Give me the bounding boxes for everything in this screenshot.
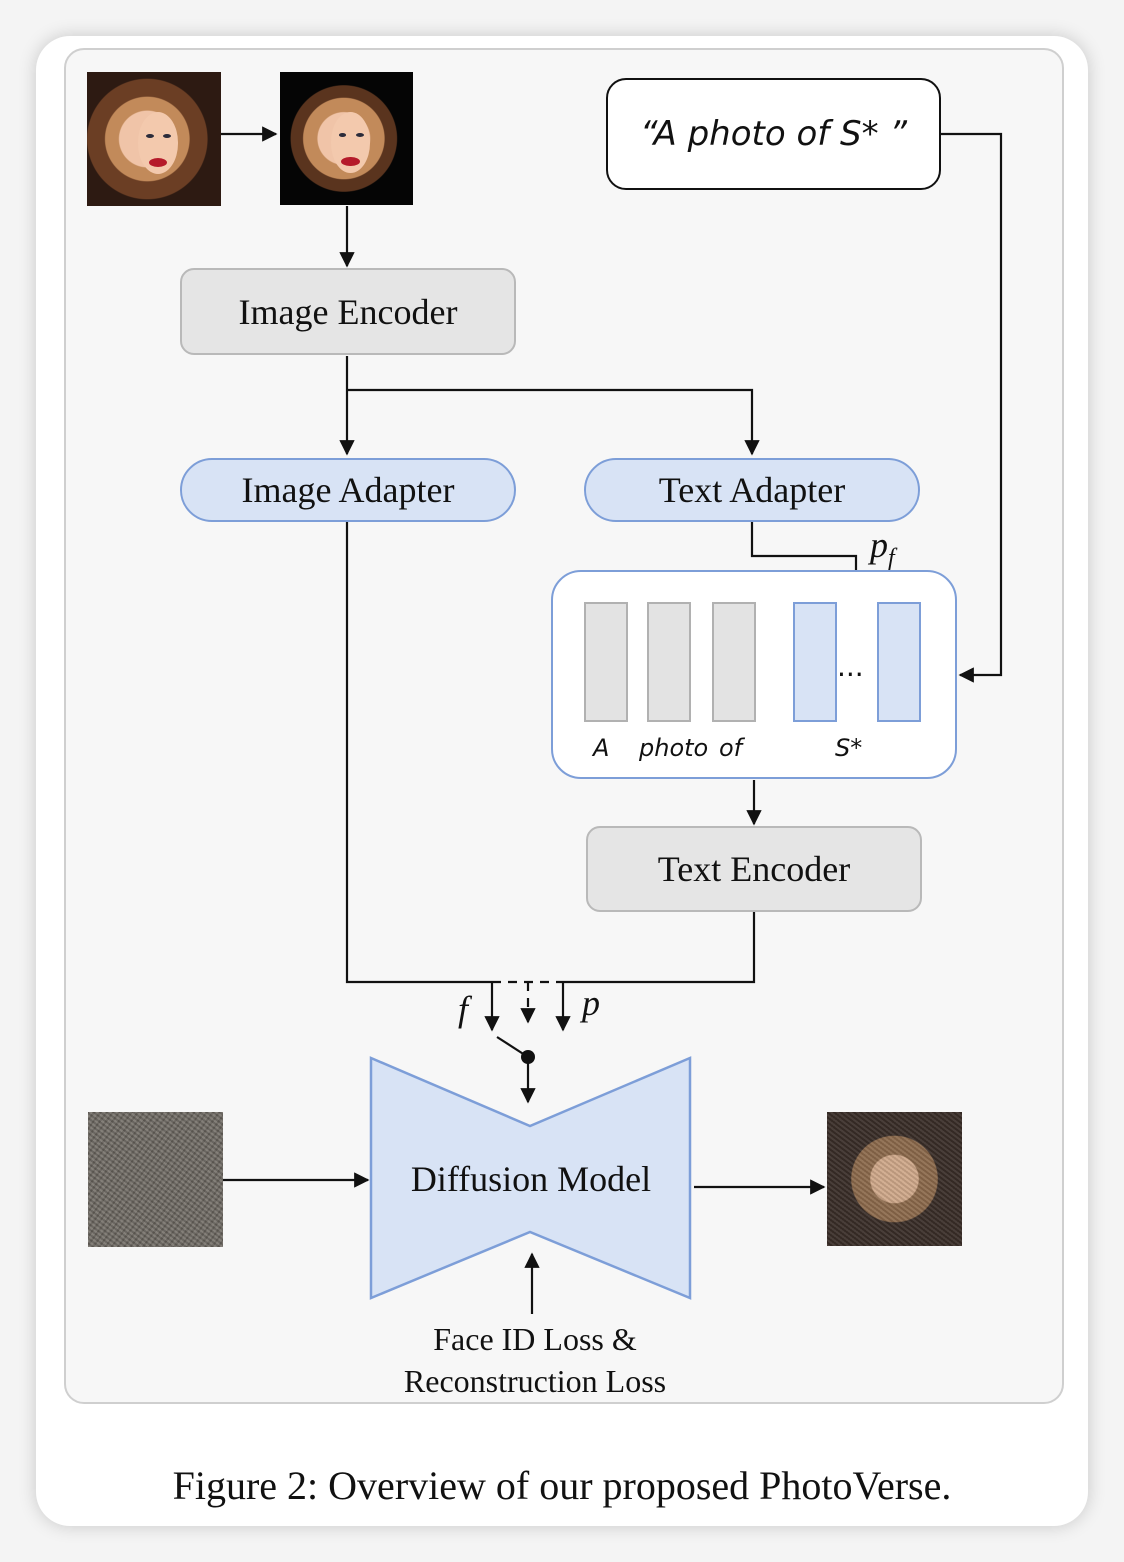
image-encoder-label: Image Encoder [238, 291, 458, 332]
token-a [584, 602, 628, 722]
noisy-input-image [88, 1112, 223, 1247]
token-label-special: S* [835, 734, 863, 762]
input-face-image [87, 72, 221, 206]
f-symbol: f [458, 989, 469, 1029]
token-of [712, 602, 756, 722]
loss-line-1: Face ID Loss & [433, 1321, 637, 1357]
text-adapter-label: Text Adapter [658, 470, 846, 510]
diffusion-model-shape [369, 1056, 692, 1300]
image-adapter-label: Image Adapter [241, 470, 455, 510]
generated-output-image [827, 1112, 962, 1246]
pf-symbol: pf [870, 524, 895, 572]
token-special-1 [793, 602, 837, 722]
token-label-photo: photo [639, 734, 709, 762]
switch-node [521, 1050, 535, 1064]
token-photo [647, 602, 691, 722]
text-encoder-label: Text Encoder [657, 849, 851, 889]
loss-label: Face ID Loss & Reconstruction Loss [380, 1318, 690, 1402]
figure-caption: Figure 2: Overview of our proposed Photo… [172, 1463, 952, 1508]
text-prompt-box: “A photo of S* ” [606, 78, 941, 190]
image-adapter-block: Image Adapter [180, 458, 516, 522]
text-adapter-block: Text Adapter [584, 458, 920, 522]
token-embedding-box: ... A photo of S* [551, 570, 957, 779]
diffusion-model-label: Diffusion Model [410, 1159, 652, 1199]
token-special-2 [877, 602, 921, 722]
loss-line-2: Reconstruction Loss [403, 1363, 667, 1399]
pf-base: p [870, 525, 888, 565]
token-ellipsis: ... [837, 650, 864, 683]
p-symbol: p [582, 983, 600, 1023]
cropped-face-image [280, 72, 413, 205]
token-label-a: A [593, 734, 610, 762]
text-encoder-block: Text Encoder [586, 826, 922, 912]
text-prompt: “A photo of S* ” [639, 114, 908, 154]
pf-subscript: f [888, 545, 895, 572]
image-encoder-block: Image Encoder [180, 268, 516, 355]
token-label-of: of [719, 734, 743, 762]
